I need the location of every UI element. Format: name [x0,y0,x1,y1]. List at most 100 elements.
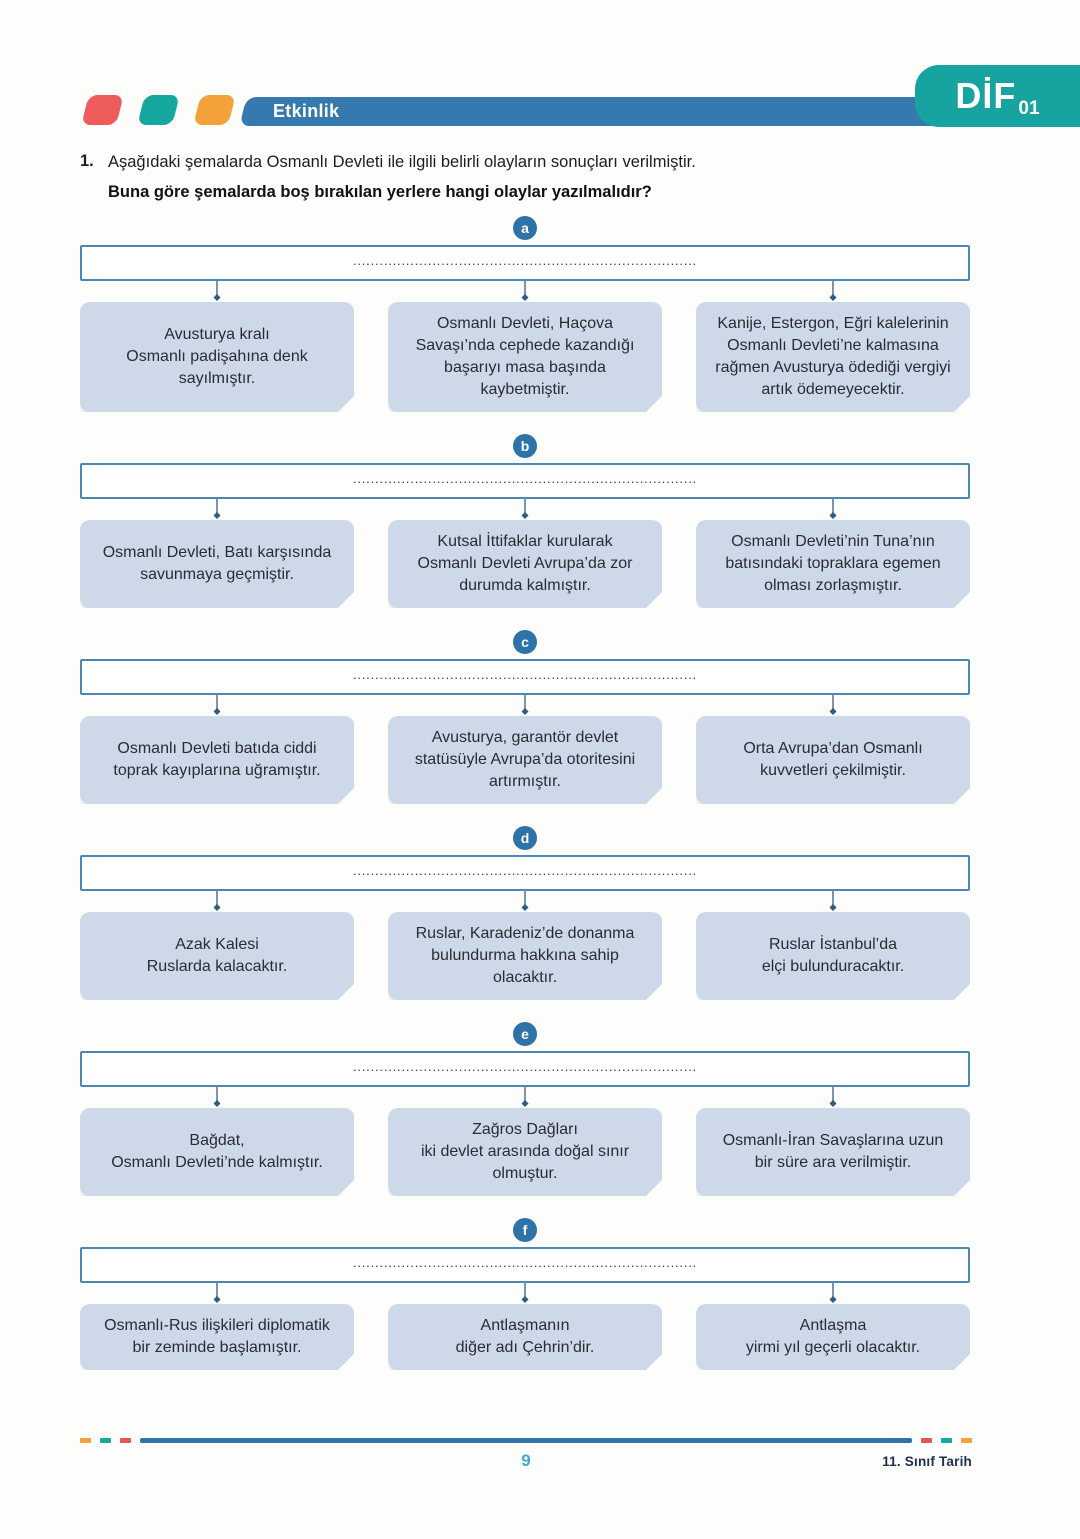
book-title: 11. Sınıf Tarih [882,1454,972,1469]
result-box: Avusturya kralı Osmanlı padişahına denk … [80,302,354,412]
activity-banner-label: Etkinlik [273,101,340,121]
connector-line [216,281,218,296]
diagram-b: b ......................................… [80,434,970,608]
result-box: Bağdat, Osmanlı Devleti’nde kalmıştır. [80,1108,354,1196]
decorative-shapes [81,95,236,125]
connector-row [80,499,970,520]
connector-line [832,1283,834,1298]
orange-parallelogram-icon [193,95,236,125]
question-block: 1. Aşağıdaki şemalarda Osmanlı Devleti i… [80,152,990,202]
connector-line [216,695,218,710]
result-box: Osmanlı Devleti, Batı karşısında savunma… [80,520,354,608]
result-box: Osmanlı-Rus ilişkileri diplomatik bir ze… [80,1304,354,1370]
result-box: Osmanlı-İran Savaşlarına uzun bir süre a… [696,1108,970,1196]
page-number: 9 [521,1451,531,1470]
diagram-label-badge: e [513,1022,537,1046]
blank-answer-box[interactable]: ........................................… [80,1051,970,1087]
connector-line [216,1087,218,1102]
question-bold-text: Buna göre şemalarda boş bırakılan yerler… [108,182,652,201]
question-lines: Aşağıdaki şemalarda Osmanlı Devleti ile … [108,152,696,202]
connector-line [524,1283,526,1298]
diagram-label-badge: c [513,630,537,654]
red-dash-icon [120,1438,131,1443]
diagram-label: c [521,634,529,650]
result-box: Kanije, Estergon, Eğri kalelerinin Osman… [696,302,970,412]
diagram-c: c ......................................… [80,630,970,804]
result-row: Osmanlı Devleti, Batı karşısında savunma… [80,520,970,608]
dotted-blank-line[interactable]: ........................................… [352,1254,698,1270]
result-box: Ruslar İstanbul’da elçi bulunduracaktır. [696,912,970,1000]
result-box: Kutsal İttifaklar kurularak Osmanlı Devl… [388,520,662,608]
teal-parallelogram-icon [137,95,180,125]
dotted-blank-line[interactable]: ........................................… [352,666,698,682]
connector-line [524,281,526,296]
footer-divider [80,1438,972,1443]
connector-line [832,281,834,296]
result-box: Antlaşma yirmi yıl geçerli olacaktır. [696,1304,970,1370]
result-row: Bağdat, Osmanlı Devleti’nde kalmıştır. Z… [80,1108,970,1196]
connector-line [832,1087,834,1102]
diagram-label: a [521,220,529,236]
divider-line [140,1438,912,1443]
result-box: Osmanlı Devleti batıda ciddi toprak kayı… [80,716,354,804]
connector-line [216,891,218,906]
blank-answer-box[interactable]: ........................................… [80,855,970,891]
connector-line [216,499,218,514]
connector-row [80,1283,970,1304]
diagram-label: e [521,1026,529,1042]
blank-answer-box[interactable]: ........................................… [80,245,970,281]
diagram-f: f ......................................… [80,1218,970,1370]
result-box: Azak Kalesi Ruslarda kalacaktır. [80,912,354,1000]
teal-dash-icon [941,1438,952,1443]
orange-dash-icon [961,1438,972,1443]
diagram-a: a ......................................… [80,216,970,412]
connector-line [832,695,834,710]
result-box: Osmanlı Devleti’nin Tuna’nın batısındaki… [696,520,970,608]
diagrams-area: a ......................................… [80,216,970,1392]
question-number: 1. [80,152,94,170]
diagram-label-badge: b [513,434,537,458]
dif-logo-number: 01 [1018,98,1040,119]
result-box: Orta Avrupa’dan Osmanlı kuvvetleri çekil… [696,716,970,804]
result-row: Osmanlı Devleti batıda ciddi toprak kayı… [80,716,970,804]
dotted-blank-line[interactable]: ........................................… [352,470,698,486]
connector-line [524,1087,526,1102]
dif-logo-badge: DİF 01 [915,65,1080,127]
result-box: Antlaşmanın diğer adı Çehrin’dir. [388,1304,662,1370]
connector-line [832,499,834,514]
question-text: Aşağıdaki şemalarda Osmanlı Devleti ile … [108,153,696,171]
dotted-blank-line[interactable]: ........................................… [352,252,698,268]
result-box: Zağros Dağları iki devlet arasında doğal… [388,1108,662,1196]
result-box: Osmanlı Devleti, Haçova Savaşı’nda cephe… [388,302,662,412]
blank-answer-box[interactable]: ........................................… [80,1247,970,1283]
dotted-blank-line[interactable]: ........................................… [352,862,698,878]
connector-line [524,499,526,514]
connector-line [832,891,834,906]
connector-line [524,695,526,710]
diagram-label-badge: a [513,216,537,240]
red-dash-icon [921,1438,932,1443]
connector-row [80,891,970,912]
connector-row [80,1087,970,1108]
connector-row [80,281,970,302]
result-row: Avusturya kralı Osmanlı padişahına denk … [80,302,970,412]
teal-dash-icon [100,1438,111,1443]
dotted-blank-line[interactable]: ........................................… [352,1058,698,1074]
diagram-d: d ......................................… [80,826,970,1000]
connector-row [80,695,970,716]
result-row: Azak Kalesi Ruslarda kalacaktır. Ruslar,… [80,912,970,1000]
diagram-e: e ......................................… [80,1022,970,1196]
blank-answer-box[interactable]: ........................................… [80,659,970,695]
blank-answer-box[interactable]: ........................................… [80,463,970,499]
result-box: Avusturya, garantör devlet statüsüyle Av… [388,716,662,804]
diagram-label: d [520,830,530,846]
orange-dash-icon [80,1438,91,1443]
diagram-label-badge: f [513,1218,537,1242]
diagram-label: f [522,1222,528,1238]
dif-logo-text: DİF [955,75,1017,116]
diagram-label: b [520,438,530,454]
connector-line [524,891,526,906]
result-row: Osmanlı-Rus ilişkileri diplomatik bir ze… [80,1304,970,1370]
result-box: Ruslar, Karadeniz’de donanma bulundurma … [388,912,662,1000]
red-parallelogram-icon [81,95,124,125]
